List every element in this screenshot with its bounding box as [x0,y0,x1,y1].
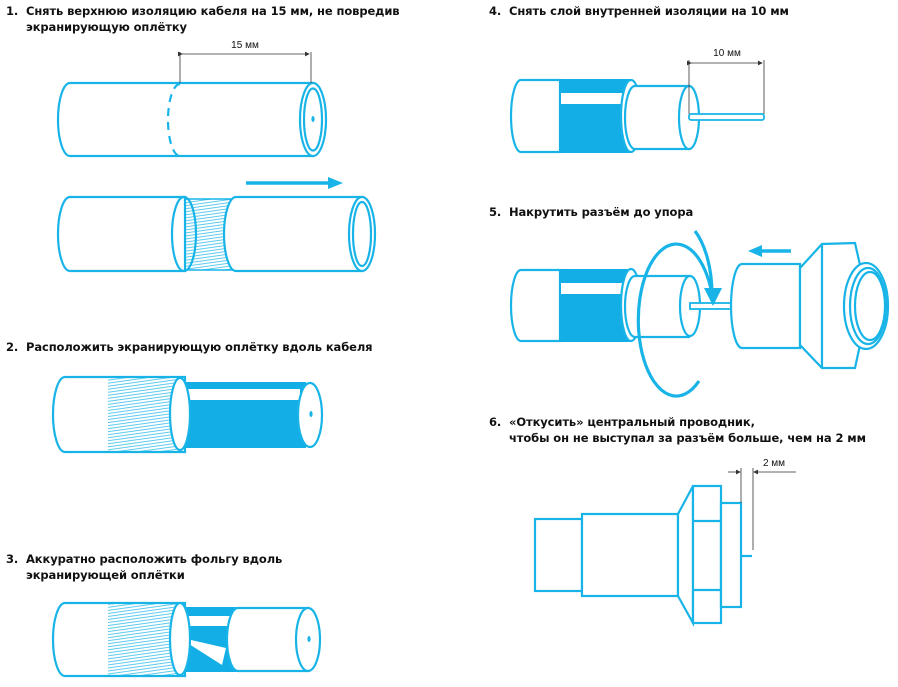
step-4-title: 4. Снять слой внутренней изоляции на 10 м… [489,3,789,19]
step-1-title: 1. Снять верхнюю изоляцию кабеля на 15 мм… [6,3,400,35]
step-number: 2. [6,340,19,354]
step-text: «Откусить» центральный проводник, [509,415,755,429]
dimension-2mm: 2 мм [763,458,785,469]
dimension-15mm: 15 мм [231,40,259,51]
step-number: 6. [489,415,502,429]
step-5-title: 5. Накрутить разъём до упора [489,204,693,220]
step-1-stripped-illustration [56,177,377,273]
step-3-illustration [51,601,322,678]
step-number: 5. [489,205,502,219]
step-3-title: 3. Аккуратно расположить фольгу вдоль экр… [6,551,282,583]
step-text-line2: чтобы он не выступал за разъём больше, ч… [509,431,866,445]
step-number: 1. [6,4,19,18]
step-2-title: 2. Расположить экранирующую оплётку вдоль… [6,339,373,355]
step-text: Аккуратно расположить фольгу вдоль [26,552,283,566]
rotate-arrow-icon [636,242,714,398]
step-5-illustration [509,230,890,398]
step-number: 3. [6,552,19,566]
step-6-title: 6. «Откусить» центральный проводник, чтоб… [489,414,866,446]
arrow-right-icon [328,177,343,189]
dimension-10mm: 10 мм [713,48,741,59]
step-4-illustration: 10 мм [509,48,765,154]
step-text-line2: экранирующей оплётки [26,568,185,582]
step-text-line2: экранирующую оплётку [26,20,187,34]
step-text: Снять слой внутренней изоляции на 10 мм [509,4,789,18]
center-conductor [688,113,765,121]
arrow-left-icon [748,245,762,257]
step-text: Расположить экранирующую оплётку вдоль к… [26,340,373,354]
step-2-illustration [51,375,324,454]
step-number: 4. [489,4,502,18]
center-conductor [311,116,315,122]
step-text: Накрутить разъём до упора [509,205,694,219]
step-6-illustration: 2 мм [533,458,796,628]
step-text: Снять верхнюю изоляцию кабеля на 15 мм, … [26,4,400,18]
step-1-cable-illustration: 15 мм [56,40,328,158]
